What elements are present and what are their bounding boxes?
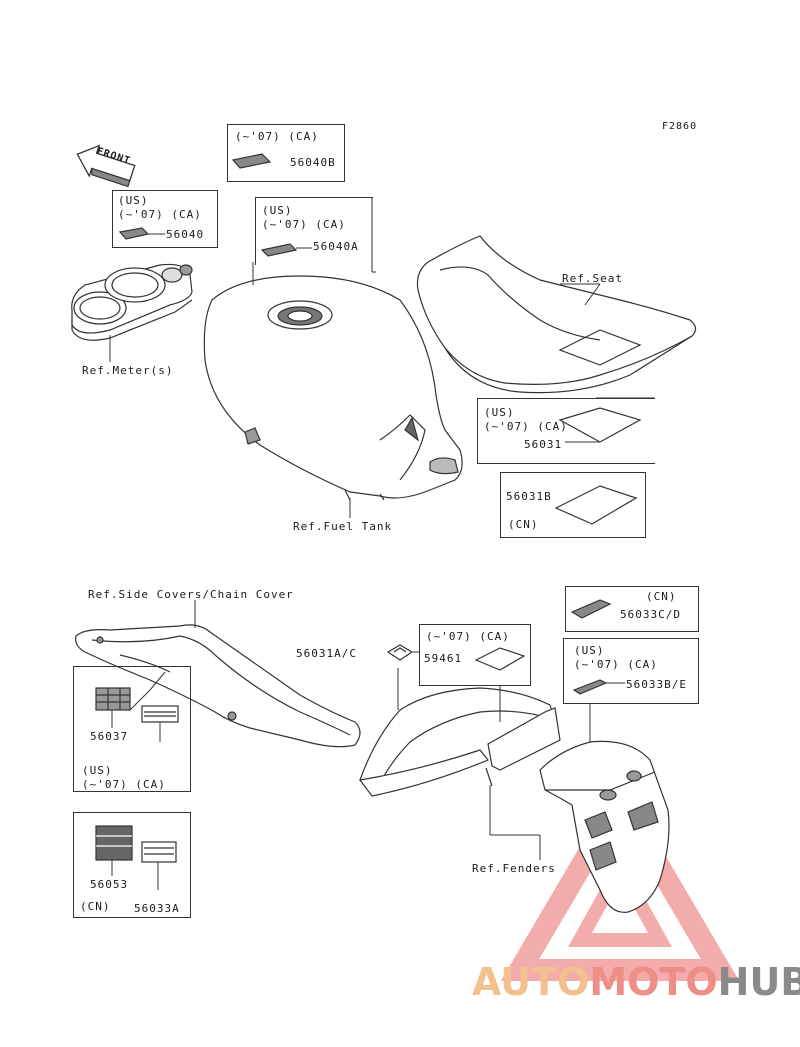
- callout-59461-condition: (~'07) (CA): [426, 630, 510, 643]
- callout-56040-part: 56040: [166, 228, 205, 241]
- callout-56040-line2: (~'07) (CA): [118, 208, 202, 221]
- callout-box-56037: [73, 666, 191, 792]
- callout-box-56040: [112, 190, 218, 248]
- ref-fuel-tank-label: Ref.Fuel Tank: [293, 520, 393, 533]
- meter-cluster-part: [71, 263, 193, 341]
- watermark-part-moto: MOTO: [589, 960, 718, 1004]
- seat-part: [416, 235, 697, 394]
- callout-56033a-part: 56033A: [134, 902, 180, 915]
- callout-56033be-part: 56033B/E: [626, 678, 687, 691]
- rear-fender-part: [358, 687, 561, 797]
- callout-box-56033cd: [565, 586, 699, 632]
- ref-fenders-label: Ref.Fenders: [472, 862, 556, 875]
- fuel-tank-part: [203, 275, 463, 501]
- rear-flap-part: [539, 740, 670, 913]
- callout-56031-line2: (~'07) (CA): [484, 420, 568, 433]
- ref-seat-label: Ref.Seat: [562, 272, 623, 285]
- callout-56033cd-part: 56033C/D: [620, 608, 681, 621]
- callout-56040b-condition: (~'07) (CA): [235, 130, 319, 143]
- callout-56040a-part: 56040A: [313, 240, 359, 253]
- callout-56037-line1: (US): [82, 764, 113, 777]
- callout-56053-part: 56053: [90, 878, 129, 891]
- callout-56040a-line2: (~'07) (CA): [262, 218, 346, 231]
- callout-box-59461: [419, 624, 531, 686]
- figure-code: F2860: [662, 121, 698, 132]
- callout-56040-line1: (US): [118, 194, 149, 207]
- callout-56031ac-part: 56031A/C: [296, 647, 357, 660]
- callout-box-56031b: [500, 472, 646, 538]
- callout-56053-condition: (CN): [80, 900, 111, 913]
- callout-56033be-line2: (~'07) (CA): [574, 658, 658, 671]
- callout-56040b-part: 56040B: [290, 156, 336, 169]
- callout-56031b-part: 56031B: [506, 490, 552, 503]
- callout-box-56040a: [255, 197, 373, 265]
- callout-56031b-condition: (CN): [508, 518, 539, 531]
- callout-56033cd-condition: (CN): [646, 590, 677, 603]
- callout-59461-part: 59461: [424, 652, 463, 665]
- decal-swatches: [95, 153, 642, 863]
- watermark-part-hub: HUB: [717, 960, 800, 1004]
- callout-56040a-line1: (US): [262, 204, 293, 217]
- callout-box-56040b: [227, 124, 345, 182]
- callout-box-56053: [73, 812, 191, 918]
- callout-56031-line1: (US): [484, 406, 515, 419]
- ref-meter-label: Ref.Meter(s): [82, 364, 174, 377]
- watermark-text: AUTOMOTOHUB: [472, 960, 800, 1004]
- front-arrow-icon: [76, 144, 136, 188]
- callout-box-56031: [477, 398, 655, 464]
- callout-56033be-line1: (US): [574, 644, 605, 657]
- callout-56037-line2: (~'07) (CA): [82, 778, 166, 791]
- callout-56031-part: 56031: [524, 438, 563, 451]
- watermark-part-auto: AUTO: [472, 960, 590, 1004]
- callout-box-56033be: [563, 638, 699, 704]
- callout-56037-part: 56037: [90, 730, 129, 743]
- ref-side-covers-label: Ref.Side Covers/Chain Cover: [88, 588, 294, 601]
